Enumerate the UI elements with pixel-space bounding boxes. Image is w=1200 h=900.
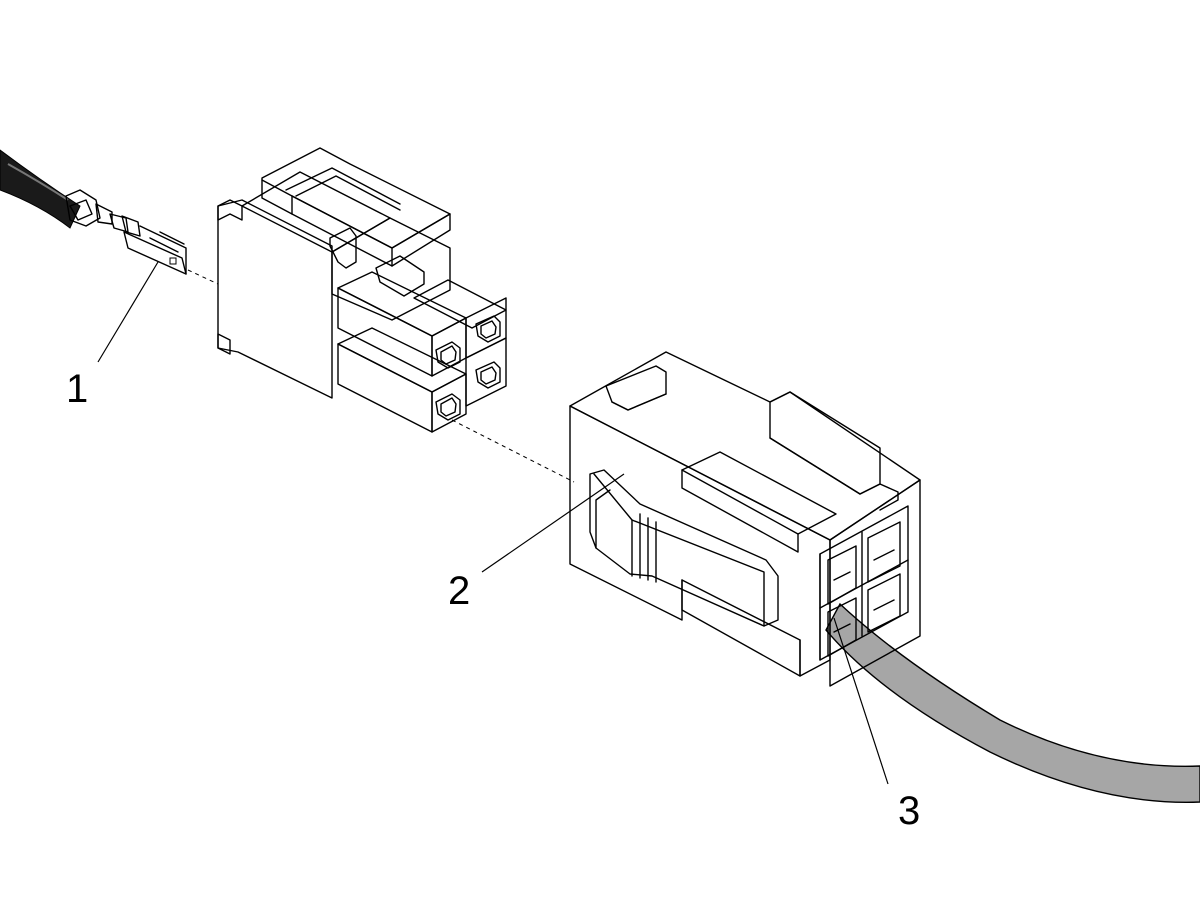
cavity-tower-upper-left	[337, 271, 467, 377]
cavity-tower-upper-right	[413, 279, 507, 359]
crimp-terminal	[65, 189, 187, 275]
alignment-line-housing	[451, 419, 575, 483]
cavity-tower-lower-left	[337, 327, 467, 433]
latch-arm	[589, 469, 779, 627]
receptacle-cavities	[819, 505, 909, 661]
leader-line-1	[97, 261, 159, 363]
callout-label-1: 1	[66, 367, 88, 411]
leader-line-3	[833, 617, 889, 785]
cavity-tower-lower-right	[465, 337, 507, 407]
callout-label-2: 2	[448, 569, 470, 613]
leader-line-2	[481, 473, 625, 573]
callout-label-3: 3	[898, 789, 920, 833]
gray-cable	[825, 602, 1200, 803]
black-cable	[0, 149, 81, 229]
plug-housing	[217, 147, 507, 433]
alignment-line-terminal	[187, 269, 219, 285]
receptacle-housing	[569, 351, 921, 687]
